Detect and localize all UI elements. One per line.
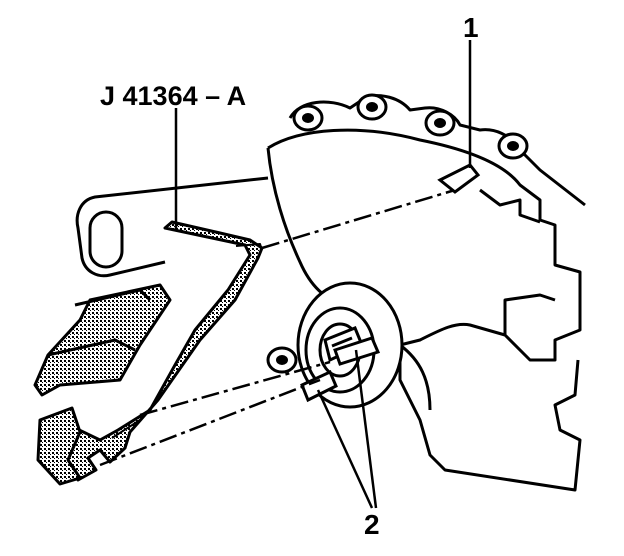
case-flange [288,94,586,207]
align-line-middle [139,360,331,417]
leader-2a [316,389,374,509]
alignment-lines [99,188,456,467]
callout-1-label: 1 [463,12,479,43]
leader-2b [354,349,378,509]
selector-shaft-boss [266,281,404,409]
leader-lines [174,40,472,509]
housing-body [267,128,582,492]
tool-hook [36,406,82,486]
align-line-lower [99,378,321,467]
case-slot [437,163,481,194]
tool-raised-block [33,283,172,397]
alignment-tool [33,220,264,486]
tool-body [60,220,264,482]
tool-number-label: J 41364 – A [100,81,247,111]
callout-2-label: 2 [364,509,380,540]
align-line-upper [261,188,456,250]
bracket-slot [88,210,124,269]
shaft-tab-lower [300,369,338,403]
